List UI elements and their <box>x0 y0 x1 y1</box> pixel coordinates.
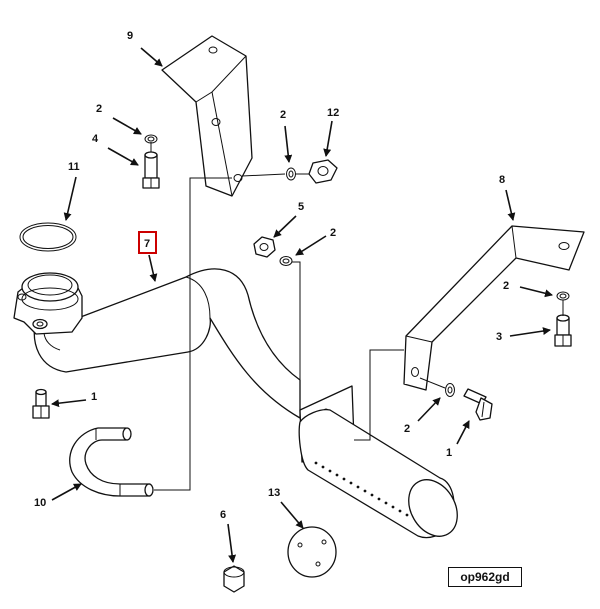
callout-5: 5 <box>298 201 304 213</box>
bolt-part-1-right <box>463 388 493 421</box>
washer-part-2-upper <box>144 134 158 144</box>
highlight-box-callout-7 <box>138 231 157 254</box>
callout-12: 12 <box>327 107 339 119</box>
callout-2: 2 <box>503 280 509 292</box>
washer-part-2-right <box>286 167 296 181</box>
nut-part-12 <box>308 159 338 184</box>
bolt-part-3 <box>554 314 572 347</box>
figure-reference-code: op962gd <box>448 567 522 587</box>
u-bolt-part-10 <box>69 427 154 497</box>
exhaust-pipe-part-7 <box>13 268 458 539</box>
callout-4: 4 <box>92 133 99 145</box>
callout-2: 2 <box>280 109 286 121</box>
callout-arrows <box>51 47 553 563</box>
callout-2: 2 <box>96 103 102 115</box>
bolt-part-4 <box>142 151 160 189</box>
callout-8: 8 <box>499 174 505 186</box>
callout-labels: 9 2 4 2 12 11 5 2 7 8 2 3 1 2 1 10 13 6 <box>34 30 509 521</box>
callout-2: 2 <box>330 227 336 239</box>
callout-13: 13 <box>268 487 280 499</box>
nut-part-5 <box>253 236 276 258</box>
callout-6: 6 <box>220 509 226 521</box>
muffler-perforations <box>314 461 409 517</box>
o-ring-part-11 <box>19 222 77 252</box>
plate-part-13 <box>287 526 337 578</box>
callout-10: 10 <box>34 497 46 509</box>
washer-part-2-middle <box>279 256 293 266</box>
assembly-leader-lines <box>150 142 564 491</box>
callout-9: 9 <box>127 30 133 42</box>
bracket-part-8 <box>403 225 585 391</box>
callout-11: 11 <box>68 161 80 173</box>
callout-2: 2 <box>404 423 410 435</box>
callout-7: 7 <box>144 238 150 250</box>
bracket-part-9 <box>161 35 253 197</box>
callout-3: 3 <box>496 331 502 343</box>
callout-1: 1 <box>91 391 97 403</box>
washer-part-2-right-bracket <box>556 291 570 301</box>
callout-1: 1 <box>446 447 452 459</box>
spacer-part-6 <box>223 565 245 593</box>
bolt-part-1-left <box>32 388 50 419</box>
washer-part-2-lower <box>445 383 455 397</box>
